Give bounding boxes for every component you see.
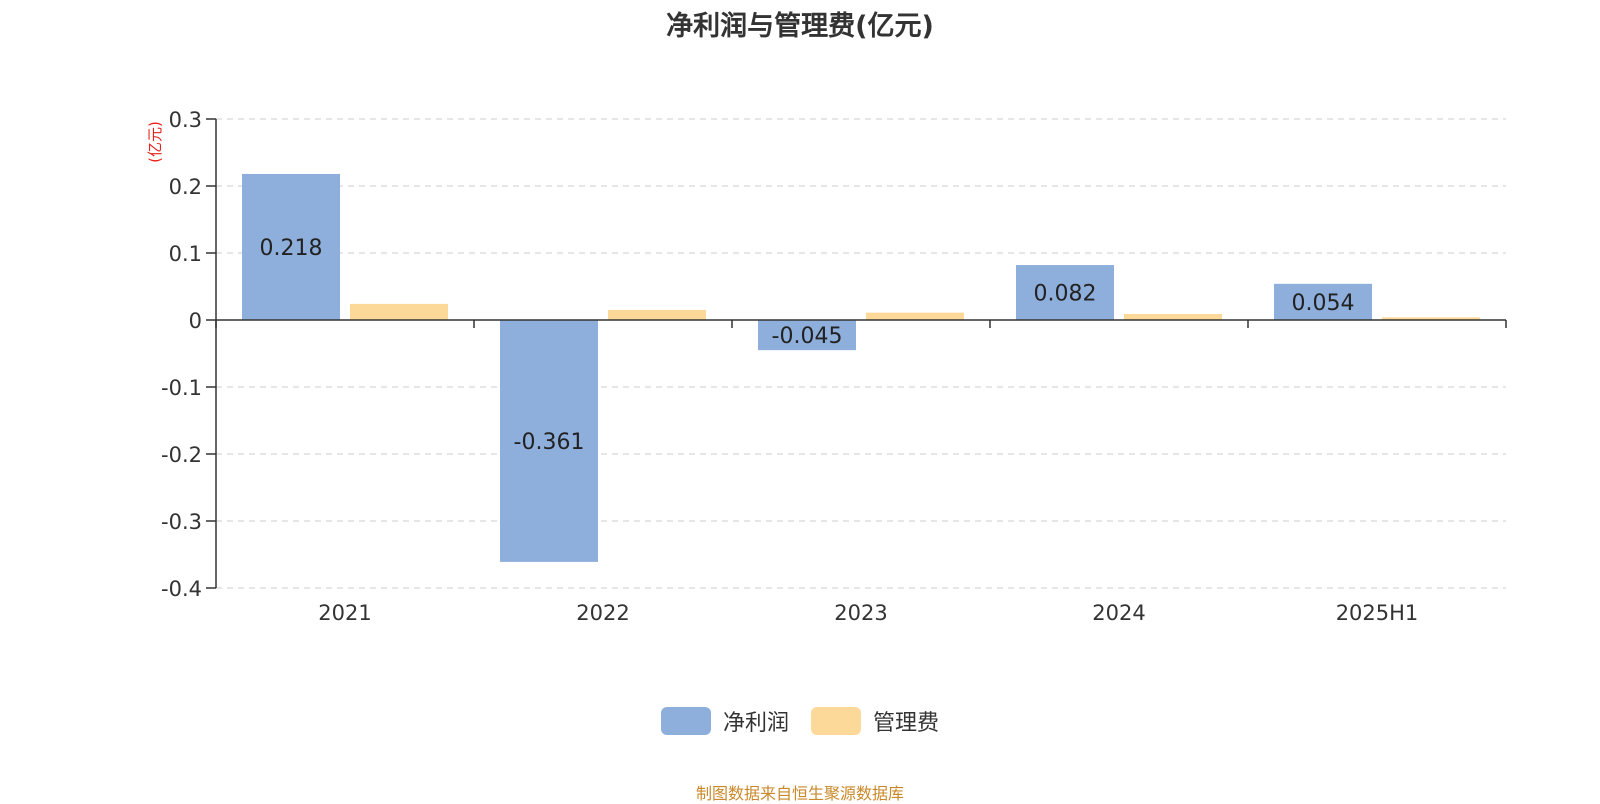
x-tick-label: 2025H1 [1336, 601, 1419, 625]
data-label: 0.054 [1292, 291, 1355, 316]
bar-admin-expense [608, 309, 706, 320]
y-tick-label: 0.3 [169, 108, 202, 132]
data-label: 0.218 [260, 236, 323, 261]
bar-admin-expense [866, 312, 964, 320]
legend-swatch-admin-expense [811, 707, 861, 735]
bars [242, 173, 1480, 562]
y-tick-label: 0.1 [169, 242, 202, 266]
bar-admin-expense [1124, 313, 1222, 320]
legend-item-net-profit[interactable]: 净利润 [660, 705, 789, 737]
y-tick-label: 0 [189, 309, 202, 333]
y-axis-label: (亿元) [146, 121, 164, 163]
legend-label-net-profit: 净利润 [722, 711, 789, 736]
bar-net-profit [500, 320, 598, 562]
x-tick-label: 2022 [576, 601, 629, 625]
legend-label-admin-expense: 管理费 [873, 711, 940, 736]
bar-net-profit [758, 320, 856, 351]
y-tick-label: 0.2 [169, 175, 202, 199]
chart-title: 净利润与管理费(亿元) [666, 11, 934, 42]
x-tick-label: 2021 [318, 601, 371, 625]
bar-admin-expense [1382, 317, 1480, 320]
legend: 净利润 管理费 [0, 705, 1600, 737]
bar-net-profit [1274, 283, 1372, 320]
bar-net-profit [1016, 265, 1114, 320]
data-label: 0.082 [1034, 282, 1097, 307]
source-note: 制图数据来自恒生聚源数据库 [695, 784, 904, 803]
y-tick-label: -0.3 [161, 510, 202, 534]
data-label: -0.361 [514, 430, 585, 455]
x-tick-label: 2024 [1092, 601, 1145, 625]
x-tick-label: 2023 [834, 601, 887, 625]
axes [206, 118, 1507, 589]
y-tick-label: -0.2 [161, 443, 202, 467]
data-label: -0.045 [772, 324, 843, 349]
grid-lines [216, 118, 1506, 589]
legend-swatch-net-profit [660, 707, 711, 735]
labels: 0.3 0.2 0.1 0 -0.1 -0.2 -0.3 -0.4 (亿元) 0.218 2021 -… [146, 108, 1418, 625]
bar-admin-expense [350, 303, 448, 320]
y-tick-label: -0.1 [161, 376, 202, 400]
bar-net-profit [242, 173, 340, 320]
y-tick-label: -0.4 [161, 577, 202, 601]
legend-item-admin-expense[interactable]: 管理费 [811, 705, 939, 737]
